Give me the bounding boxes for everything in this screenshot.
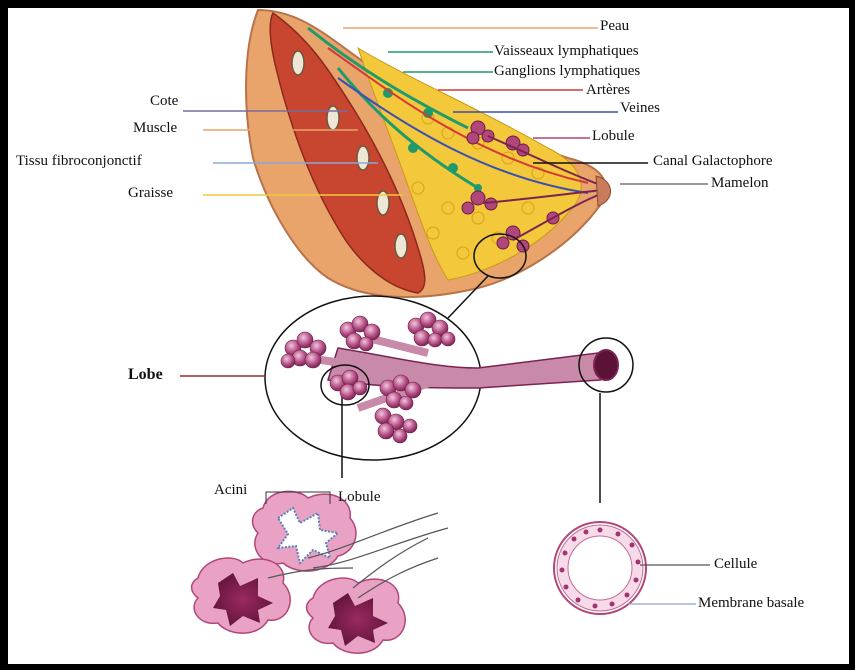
- label-cellule: Cellule: [714, 557, 757, 572]
- label-muscle: Muscle: [133, 121, 177, 136]
- label-graisse: Graisse: [128, 186, 173, 201]
- label-lobe: Lobe: [128, 367, 163, 383]
- label-vaisseaux-lymphatiques: Vaisseaux lymphatiques: [494, 44, 639, 59]
- label-tissu-fibroconjonctif: Tissu fibroconjonctif: [16, 154, 142, 169]
- label-mamelon: Mamelon: [711, 176, 769, 191]
- lobe-diagram: [265, 296, 633, 460]
- label-membrane-basale: Membrane basale: [698, 596, 804, 611]
- label-veines: Veines: [620, 101, 660, 116]
- label-ganglions-lymphatiques: Ganglions lymphatiques: [494, 64, 640, 79]
- label-arteres: Artères: [586, 83, 630, 98]
- nipple: [596, 176, 611, 206]
- cell-ring-diagram: [554, 522, 710, 614]
- duct-opening: [594, 350, 618, 380]
- label-lobule-top: Lobule: [592, 129, 635, 144]
- label-canal-galactophore: Canal Galactophore: [653, 154, 773, 169]
- label-cote: Cote: [150, 94, 178, 109]
- lobule-magnified: [192, 491, 448, 653]
- diagram-canvas: Peau Vaisseaux lymphatiques Ganglions ly…: [8, 8, 849, 664]
- label-peau: Peau: [600, 19, 629, 34]
- lumen: [568, 536, 632, 600]
- label-acini: Acini: [214, 483, 247, 498]
- label-lobule-bottom: Lobule: [338, 490, 381, 505]
